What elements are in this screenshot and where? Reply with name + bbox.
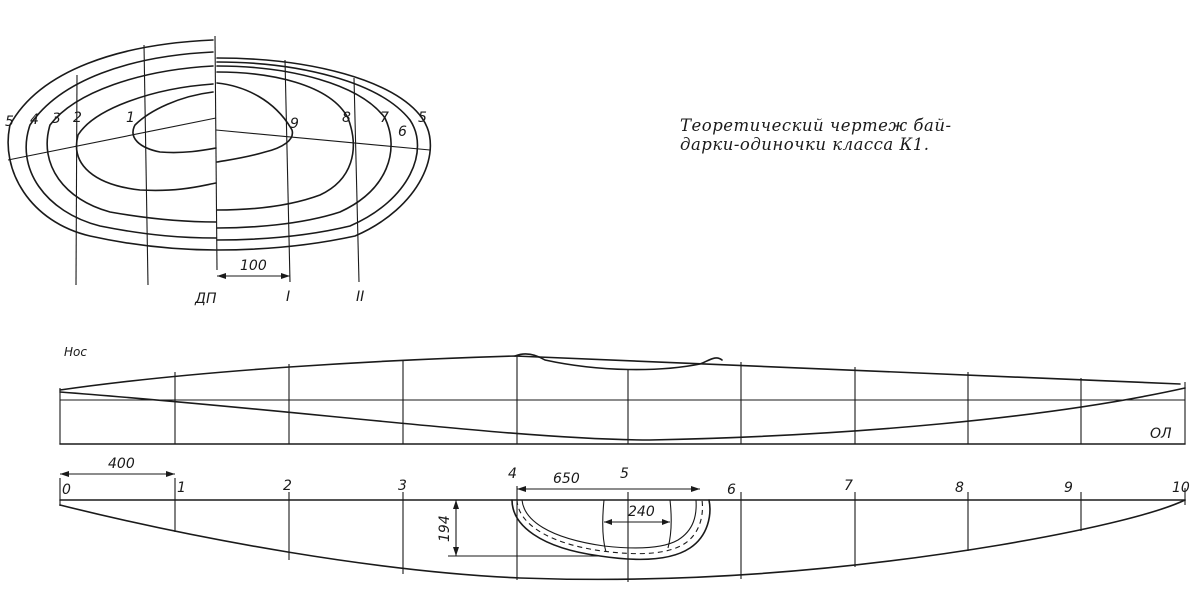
arrowhead-right xyxy=(281,273,290,279)
arrowhead-left xyxy=(217,273,226,279)
seat-left-curve xyxy=(602,499,607,553)
station-label-1: 1 xyxy=(177,480,186,496)
diagonal-right xyxy=(215,129,431,151)
station-label-2: 2 xyxy=(283,478,292,494)
body-label-5-right: 5 xyxy=(418,110,427,126)
arrowhead-650-left xyxy=(517,486,526,492)
station-label-4: 4 xyxy=(508,466,517,482)
centerline xyxy=(214,35,218,271)
arrowhead-240-right xyxy=(662,519,670,525)
cockpit-outline xyxy=(511,499,711,561)
station-label-9: 9 xyxy=(1064,480,1073,496)
body-label-9-right: 9 xyxy=(290,116,299,132)
section-curve-7 xyxy=(216,65,392,229)
label-buttock-I: I xyxy=(286,289,290,305)
arrowhead-400-right xyxy=(166,471,175,477)
body-label-2-left: 2 xyxy=(73,110,82,126)
arrowhead-650-right xyxy=(691,486,700,492)
caption-line-2: дарки-одиночки класса К1. xyxy=(680,135,930,154)
body-label-6-right: 6 xyxy=(398,124,407,140)
sheer-line xyxy=(59,355,1181,391)
dimension-label-100: 100 xyxy=(240,258,267,274)
body-label-3-left: 3 xyxy=(52,111,61,127)
arrowhead-400-left xyxy=(60,471,69,477)
section-curve-3 xyxy=(46,65,217,223)
station-label-7: 7 xyxy=(844,478,853,494)
label-dp: ДП xyxy=(194,291,217,307)
section-curve-9 xyxy=(216,82,294,163)
buttock-line-II xyxy=(353,77,360,283)
baseline-label: ОЛ xyxy=(1150,426,1172,442)
label-buttock-II: II xyxy=(356,289,364,305)
caption-line-1: Теоретический чертеж бай- xyxy=(680,116,952,135)
section-curve-4 xyxy=(25,51,217,239)
diagonal-left xyxy=(7,117,217,161)
deck-outline xyxy=(59,499,1186,581)
station-label-6: 6 xyxy=(727,482,736,498)
bow-label: Нос xyxy=(64,345,87,359)
section-curve-6 xyxy=(216,61,419,241)
cockpit-inner-line xyxy=(521,499,697,549)
keel-line xyxy=(59,387,1186,441)
station-label-8: 8 xyxy=(955,480,964,496)
dimension-label-650: 650 xyxy=(553,471,580,487)
seat-right-curve xyxy=(667,499,672,549)
buttock-line-left-1 xyxy=(75,74,78,286)
body-label-4-left: 4 xyxy=(30,112,39,128)
dimension-label-240: 240 xyxy=(628,504,655,520)
cockpit-coaming xyxy=(514,353,723,371)
arrowhead-194-bottom xyxy=(453,547,459,556)
dimension-label-194: 194 xyxy=(437,515,453,542)
body-label-7-right: 7 xyxy=(380,110,389,126)
station-label-5: 5 xyxy=(620,466,629,482)
drawing-caption: Теоретический чертеж бай- дарки-одиночки… xyxy=(680,116,1010,154)
section-curve-2 xyxy=(75,83,217,192)
arrowhead-240-left xyxy=(604,519,612,525)
section-curve-1 xyxy=(132,91,217,154)
body-label-5-left: 5 xyxy=(5,114,14,130)
station-label-0: 0 xyxy=(62,482,71,498)
body-plan: 5 4 3 2 1 9 8 7 6 5 100 ДП I II xyxy=(5,35,432,307)
body-label-1-left: 1 xyxy=(126,110,135,126)
arrowhead-194-top xyxy=(453,500,459,509)
station-label-10: 10 xyxy=(1172,480,1190,496)
section-curve-5 xyxy=(7,39,217,251)
section-curve-8 xyxy=(216,71,355,211)
station-label-3: 3 xyxy=(398,478,407,494)
half-breadth-plan: 400 0 1 2 3 4 5 6 7 8 9 10 xyxy=(59,456,1190,582)
dimension-label-400: 400 xyxy=(108,456,135,472)
buttock-line-left-2 xyxy=(143,44,149,286)
body-label-8-right: 8 xyxy=(342,110,351,126)
section-curve-5-stern xyxy=(216,57,432,251)
buttock-line-I xyxy=(284,59,291,283)
cockpit-inner-dashed xyxy=(516,499,704,555)
profile-view: Нос ОЛ xyxy=(59,345,1186,445)
